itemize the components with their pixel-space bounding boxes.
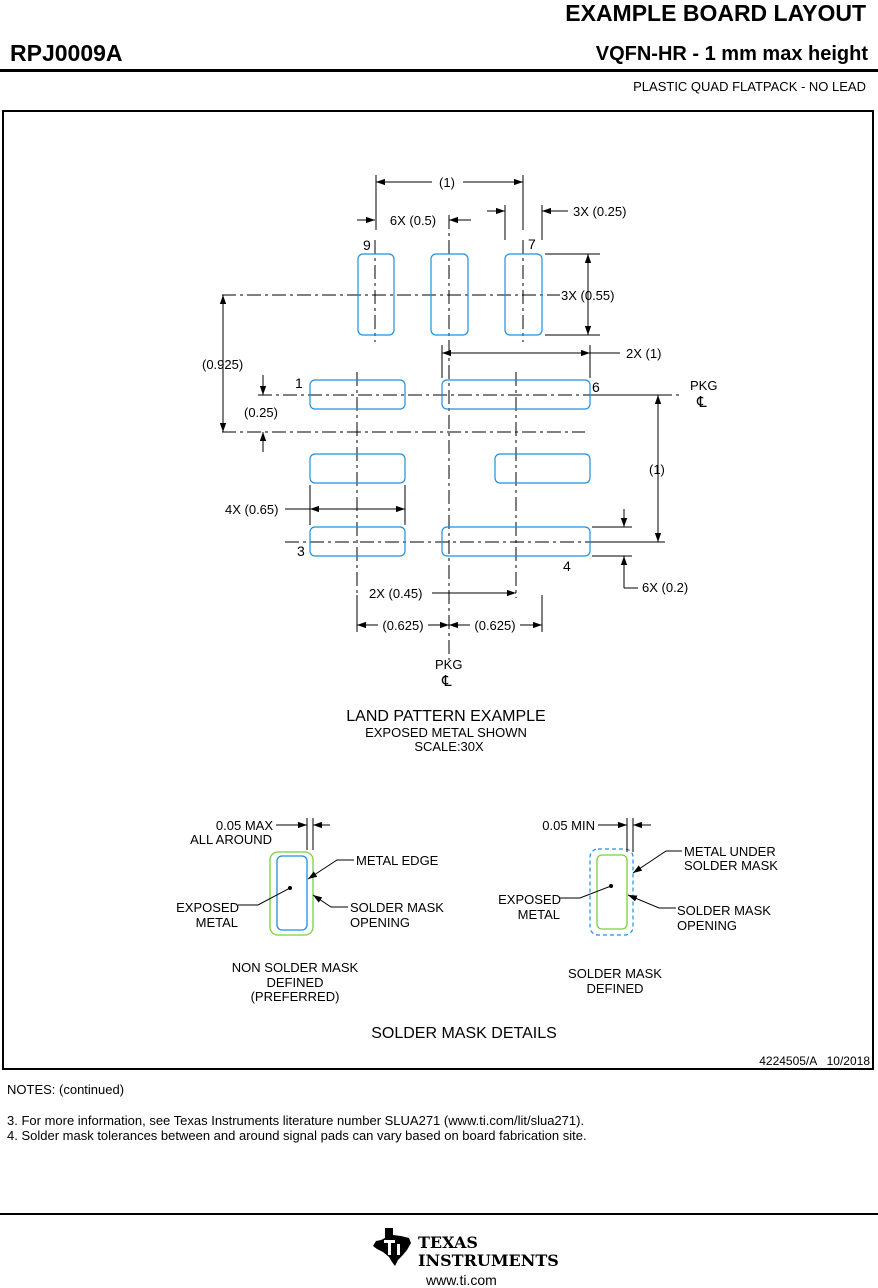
nsmd-opening-1: SOLDER MASK xyxy=(350,900,444,915)
land-pattern-drawing: (1) 6X (0.5) 3X (0.25) 3X (0.55) (0.925)… xyxy=(176,175,870,1068)
pin-1: 1 xyxy=(295,375,303,391)
note-item: 3. For more information, see Texas Instr… xyxy=(7,1113,585,1128)
nsmd-metal-pad xyxy=(276,855,308,931)
dimension-labels: (1) 6X (0.5) 3X (0.25) 3X (0.55) (0.925)… xyxy=(202,175,688,633)
brand-texas: TEXAS xyxy=(418,1233,478,1252)
label-0925: (0.925) xyxy=(202,357,243,372)
footer-url[interactable]: www.ti.com xyxy=(426,1272,497,1288)
smd-caption-1: SOLDER MASK xyxy=(568,966,662,981)
smd-metal-under-1: METAL UNDER xyxy=(684,844,776,859)
nsmd-metal-edge: METAL EDGE xyxy=(356,853,439,868)
dimension-lines xyxy=(219,178,662,629)
label-pad-pitch: 6X (0.5) xyxy=(390,213,436,228)
smd-clearance: 0.05 MIN xyxy=(542,818,595,833)
nsmd-mask-opening xyxy=(269,851,314,936)
package-name: VQFN-HR - 1 mm max height xyxy=(595,43,868,65)
label-pad-height: 6X (0.2) xyxy=(642,580,688,595)
caption-line2: EXPOSED METAL SHOWN xyxy=(365,725,527,740)
smd-exposed: EXPOSED xyxy=(498,892,561,907)
nsmd-metal: METAL xyxy=(196,915,238,930)
pad-7 xyxy=(504,253,543,336)
pad-2 xyxy=(309,453,406,484)
pin-7: 7 xyxy=(528,236,536,252)
smd-detail: 0.05 MIN METAL UNDER SOLDER MASK EXPOSED… xyxy=(498,818,778,996)
smd-metal-under-2: SOLDER MASK xyxy=(684,858,778,873)
pad-9 xyxy=(357,253,395,336)
caption-line3: SCALE:30X xyxy=(414,739,484,754)
drawing-frame xyxy=(2,110,874,1070)
pad-5 xyxy=(494,453,591,484)
label-top-pad-height: 3X (0.55) xyxy=(561,288,614,303)
nsmd-caption-1: NON SOLDER MASK xyxy=(232,960,359,975)
smd-metal: METAL xyxy=(518,907,560,922)
brand-instruments: INSTRUMENTS xyxy=(418,1251,559,1270)
label-top-pad-width: 3X (0.25) xyxy=(573,204,626,219)
pin-numbers: 9 7 1 6 3 4 xyxy=(295,236,600,574)
label-025: (0.25) xyxy=(244,405,278,420)
nsmd-detail: 0.05 MAX ALL AROUND METAL EDGE EXPOSED M… xyxy=(176,818,444,1004)
label-half-right: (0.625) xyxy=(474,618,515,633)
package-description: PLASTIC QUAD FLATPACK - NO LEAD xyxy=(633,79,866,94)
pkg-label-bottom: PKG xyxy=(435,657,462,672)
smd-opening-1: SOLDER MASK xyxy=(677,903,771,918)
pkg-label-right: PKG xyxy=(690,378,717,393)
smd-mask-opening xyxy=(596,854,628,930)
texas-instruments-logo-icon xyxy=(373,1228,411,1266)
pkg-labels: PKG ℄ PKG ℄ xyxy=(435,378,717,690)
smd-metal-under-mask xyxy=(589,848,634,936)
nsmd-exposed: EXPOSED xyxy=(176,900,239,915)
caption-title: LAND PATTERN EXAMPLE xyxy=(346,708,545,725)
centerline-icon: ℄ xyxy=(441,673,452,690)
notes-heading: NOTES: (continued) xyxy=(7,1082,125,1097)
label-side-pad-length: 2X (1) xyxy=(626,346,661,361)
smd-opening-2: OPENING xyxy=(677,918,737,933)
pin-3: 3 xyxy=(297,543,305,559)
solder-mask-details-title: SOLDER MASK DETAILS xyxy=(371,1025,557,1042)
pad-8 xyxy=(430,253,469,336)
part-number: RPJ0009A xyxy=(10,40,123,66)
pad-3 xyxy=(309,526,406,557)
pad-1 xyxy=(309,379,406,410)
pin-9: 9 xyxy=(363,237,371,253)
label-half-left: (0.625) xyxy=(382,618,423,633)
pin-6: 6 xyxy=(592,379,600,395)
page-title: EXAMPLE BOARD LAYOUT xyxy=(565,0,866,26)
label-vert-pitch: (1) xyxy=(649,462,665,477)
nsmd-caption-3: (PREFERRED) xyxy=(251,989,340,1004)
nsmd-opening-2: OPENING xyxy=(350,915,410,930)
nsmd-caption-2: DEFINED xyxy=(266,975,323,990)
label-top-pitch: (1) xyxy=(439,175,455,190)
pads xyxy=(309,253,591,557)
label-pad-length: 4X (0.65) xyxy=(225,502,278,517)
smd-caption-2: DEFINED xyxy=(586,981,643,996)
pad-6 xyxy=(441,379,591,410)
header-rule xyxy=(0,69,878,72)
note-item: 4. Solder mask tolerances between and ar… xyxy=(7,1128,587,1143)
pin-4: 4 xyxy=(563,558,571,574)
label-pad-width-045: 2X (0.45) xyxy=(369,586,422,601)
footer-rule xyxy=(0,1213,878,1215)
nsmd-all-around: ALL AROUND xyxy=(190,832,272,847)
nsmd-clearance: 0.05 MAX xyxy=(216,818,273,833)
land-pattern-caption: LAND PATTERN EXAMPLE EXPOSED METAL SHOWN… xyxy=(346,708,545,754)
centerline-icon: ℄ xyxy=(696,394,707,411)
centerlines xyxy=(222,215,680,660)
drawing-id: 4224505/A 10/2018 xyxy=(759,1054,870,1068)
pad-4 xyxy=(441,526,591,557)
